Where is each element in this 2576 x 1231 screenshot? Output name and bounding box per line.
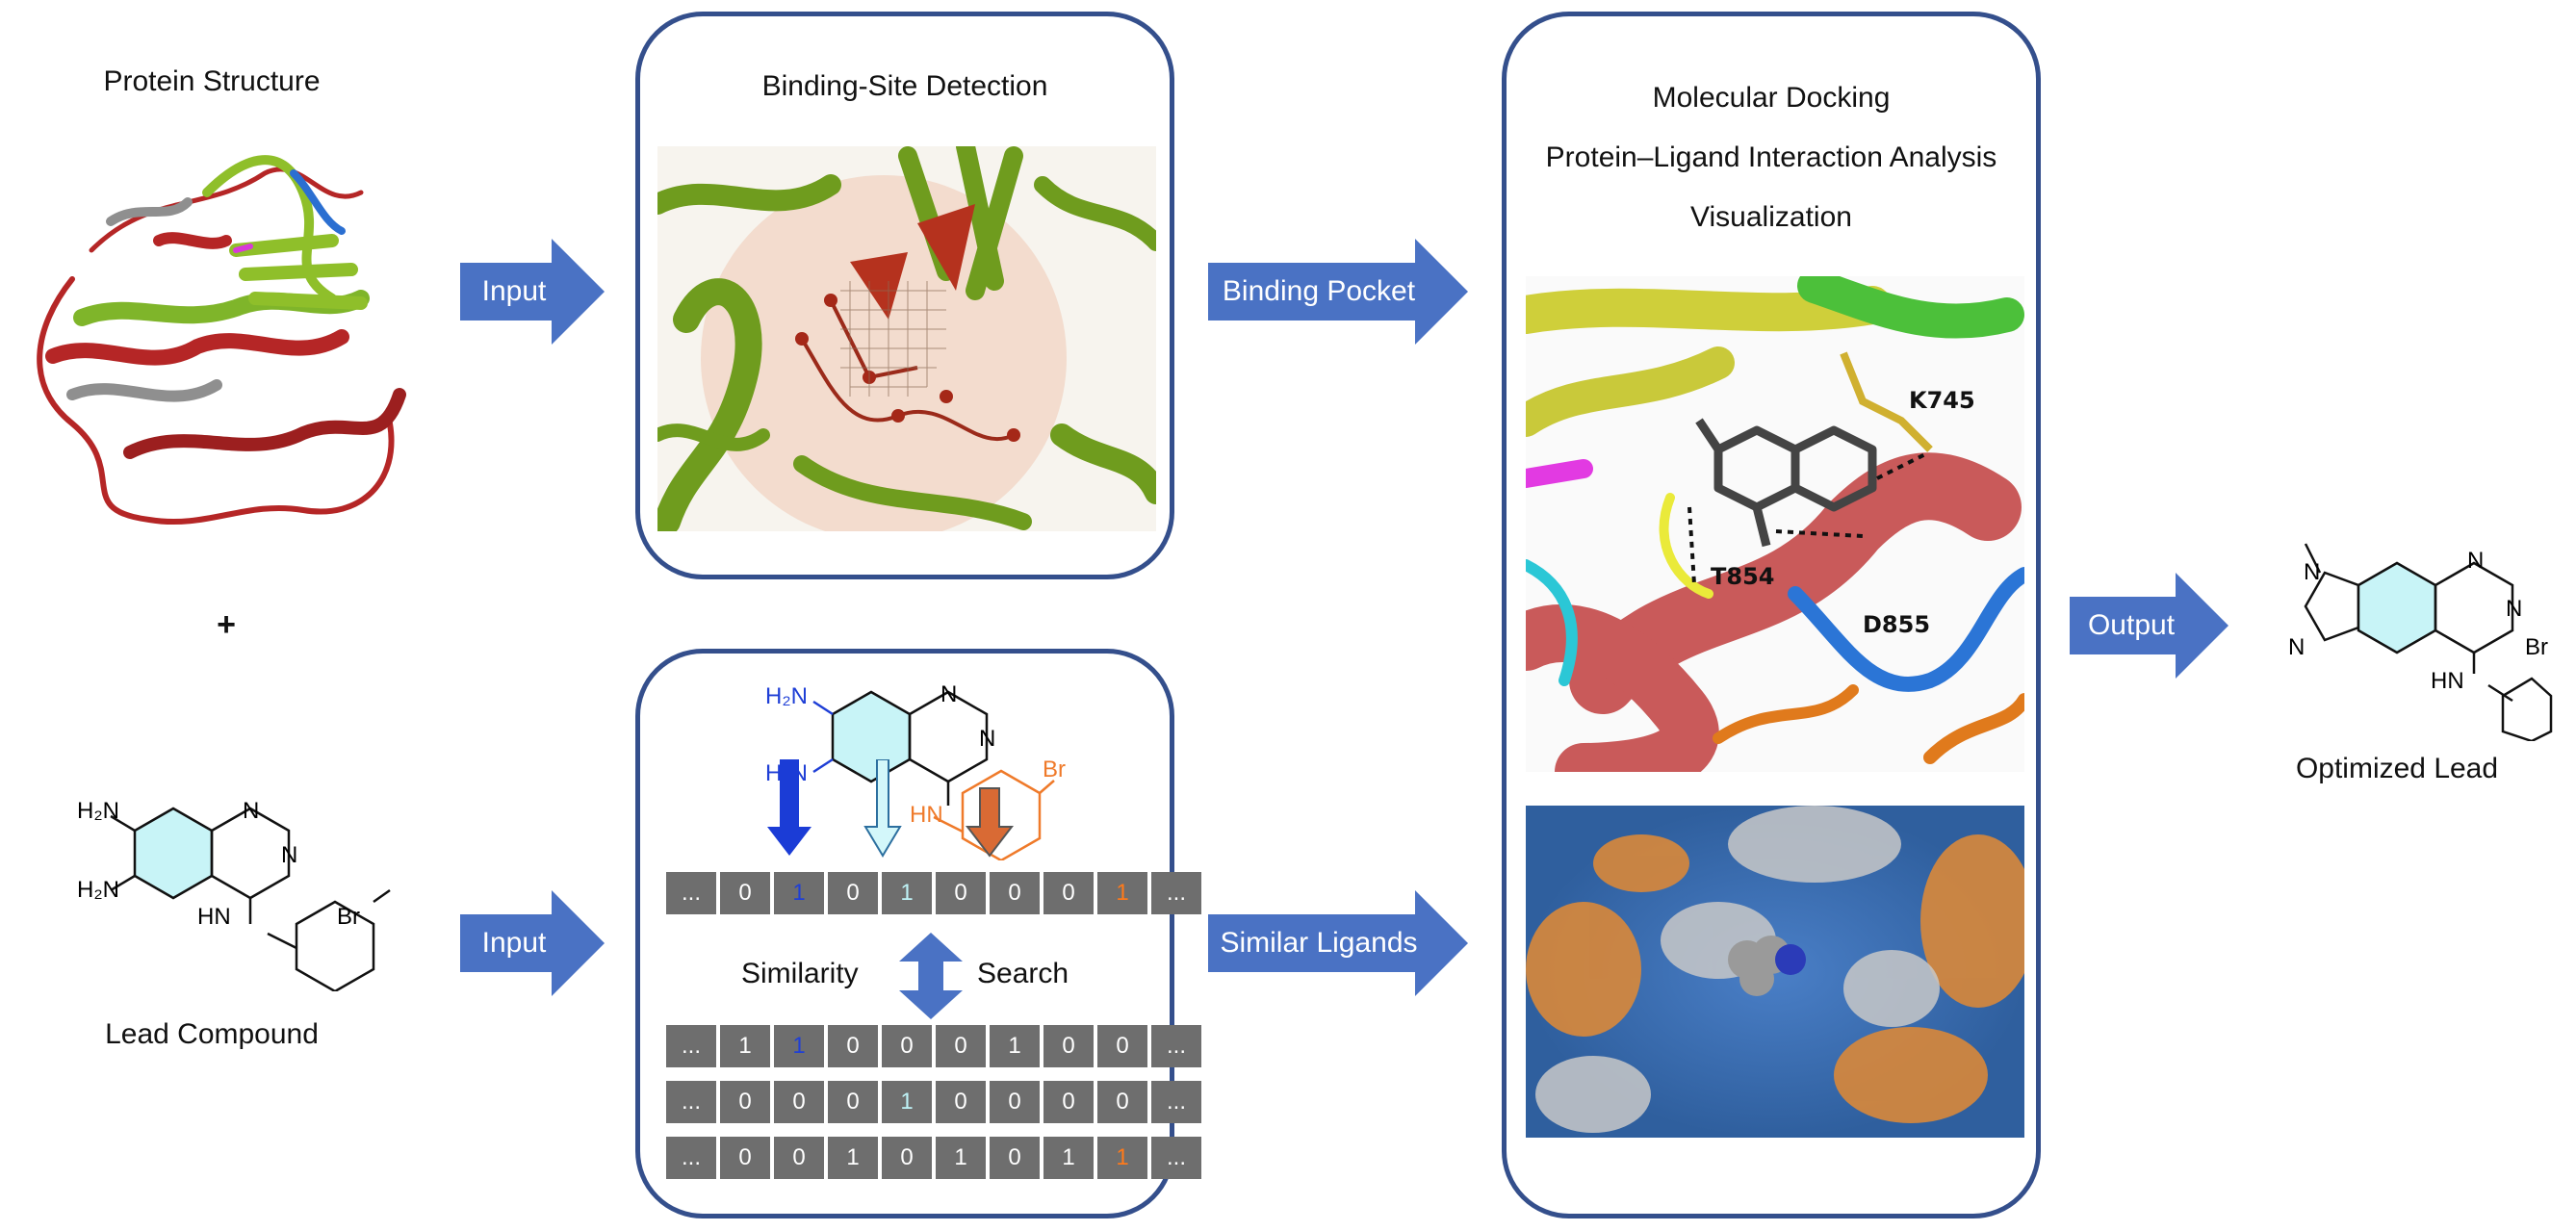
residue-d855: D855 [1863,611,1930,638]
search-label: Search [977,958,1069,989]
docking-title-line-2: Protein–Ligand Interaction Analysis [1545,141,1997,173]
fingerprint-bit: ... [666,872,716,914]
fingerprint-bit: ... [666,1081,716,1123]
lead-nh2-top: H₂N [77,798,119,824]
fingerprint-bit: ... [666,1025,716,1067]
fingerprint-bit: 0 [1043,1025,1094,1067]
fp-n1: N [940,681,957,707]
fp-n2: N [979,726,995,752]
lead-compound-label: Lead Compound [105,1018,319,1050]
similarity-label: Similarity [741,958,859,989]
arrow-input-bottom: Input [460,890,605,996]
fingerprint-bit: 0 [990,1081,1040,1123]
fingerprint-bit: 0 [720,1081,770,1123]
docking-title-line-1: Molecular Docking [1652,82,1891,114]
lead-hn: HN [197,904,231,930]
fingerprint-bit: ... [1151,872,1201,914]
fingerprint-bit: 0 [882,1025,932,1067]
fingerprint-bit: 1 [774,872,824,914]
fingerprint-bit: 1 [990,1025,1040,1067]
fingerprint-mapping-arrows [767,759,1015,858]
lead-br: Br [337,904,360,930]
optimized-lead-label: Optimized Lead [2295,753,2499,784]
docking-title-line-3: Visualization [1690,201,1852,233]
surface-binding-image [1526,806,2024,1138]
fingerprint-bit: 1 [1097,1137,1147,1179]
fp-nh2-top: H₂N [765,683,808,709]
fingerprint-molecule: H₂N H₂N N N HN Br [765,681,1066,860]
optimized-lead-structure: N N N N HN Br [2288,543,2553,741]
fingerprint-bit: ... [1151,1081,1201,1123]
opt-n-top: N [2304,559,2320,585]
protein-structure-image [37,155,406,526]
fingerprint-bit: 0 [936,1025,986,1067]
similarity-double-arrow-icon [899,933,963,1019]
fingerprint-bit: 1 [882,1081,932,1123]
fingerprint-bit: ... [666,1137,716,1179]
fingerprint-bit: 0 [828,1081,878,1123]
fingerprint-bit: 1 [1043,1137,1094,1179]
lead-n2: N [281,842,297,868]
similarity-search-control: Similarity Search [741,933,1078,1019]
fingerprint-bit: 1 [1097,872,1147,914]
binding-site-panel: Binding-Site Detection [635,12,1174,579]
arrow-input-bottom-label: Input [481,927,547,959]
arrow-binding-pocket: Binding Pocket [1208,239,1468,345]
arrow-output-label: Output [2087,609,2176,641]
binding-site-image [657,146,1156,531]
protein-structure-label: Protein Structure [103,65,321,97]
residue-k745: K745 [1909,387,1975,414]
fingerprint-bit: 1 [774,1025,824,1067]
fingerprint-bit: 0 [720,1137,770,1179]
arrow-input-top-label: Input [481,275,547,307]
opt-br: Br [2525,634,2548,660]
fingerprint-bit: 0 [936,872,986,914]
fp-br: Br [1043,757,1066,782]
fingerprint-bit: 0 [936,1081,986,1123]
fingerprint-bit: 0 [828,872,878,914]
plus-sign: + [217,606,236,643]
fingerprint-bit: 0 [990,872,1040,914]
fingerprint-bit: 0 [1043,1081,1094,1123]
opt-n-left: N [2288,634,2305,660]
opt-n2: N [2506,596,2522,622]
lead-compound-structure: H₂N H₂N N N HN Br [77,798,391,991]
opt-hn: HN [2431,668,2464,694]
fingerprint-bit: 0 [828,1025,878,1067]
arrow-binding-pocket-label: Binding Pocket [1222,275,1416,307]
fingerprint-bit: ... [1151,1025,1201,1067]
residue-t854: T854 [1711,563,1774,590]
protein-ligand-interaction-image: K745 T854 D855 [1526,276,2024,772]
fingerprint-bit: 1 [828,1137,878,1179]
fingerprint-bit: 0 [1097,1081,1147,1123]
arrow-similar-ligands: Similar Ligands [1208,890,1468,996]
docking-panel: Molecular Docking Protein–Ligand Interac… [1502,12,2041,1218]
arrow-input-top: Input [460,239,605,345]
fingerprint-bit: 0 [1097,1025,1147,1067]
fingerprint-bit: 1 [882,872,932,914]
fingerprint-bit: 0 [990,1137,1040,1179]
fp-hn: HN [910,802,943,828]
binding-site-title: Binding-Site Detection [761,70,1048,102]
fingerprint-bit: 0 [774,1081,824,1123]
fingerprint-bit: ... [1151,1137,1201,1179]
fingerprint-bit: 0 [774,1137,824,1179]
fingerprint-bit: 1 [720,1025,770,1067]
fingerprint-bit: 0 [720,872,770,914]
lead-nh2-bottom: H₂N [77,877,119,903]
arrow-similar-ligands-label: Similar Ligands [1220,927,1418,959]
fingerprint-bit: 0 [1043,872,1094,914]
fingerprint-bit: 0 [882,1137,932,1179]
opt-n1: N [2467,548,2484,574]
lead-n1: N [243,798,259,824]
fingerprint-bit: 1 [936,1137,986,1179]
arrow-output: Output [2070,573,2228,679]
